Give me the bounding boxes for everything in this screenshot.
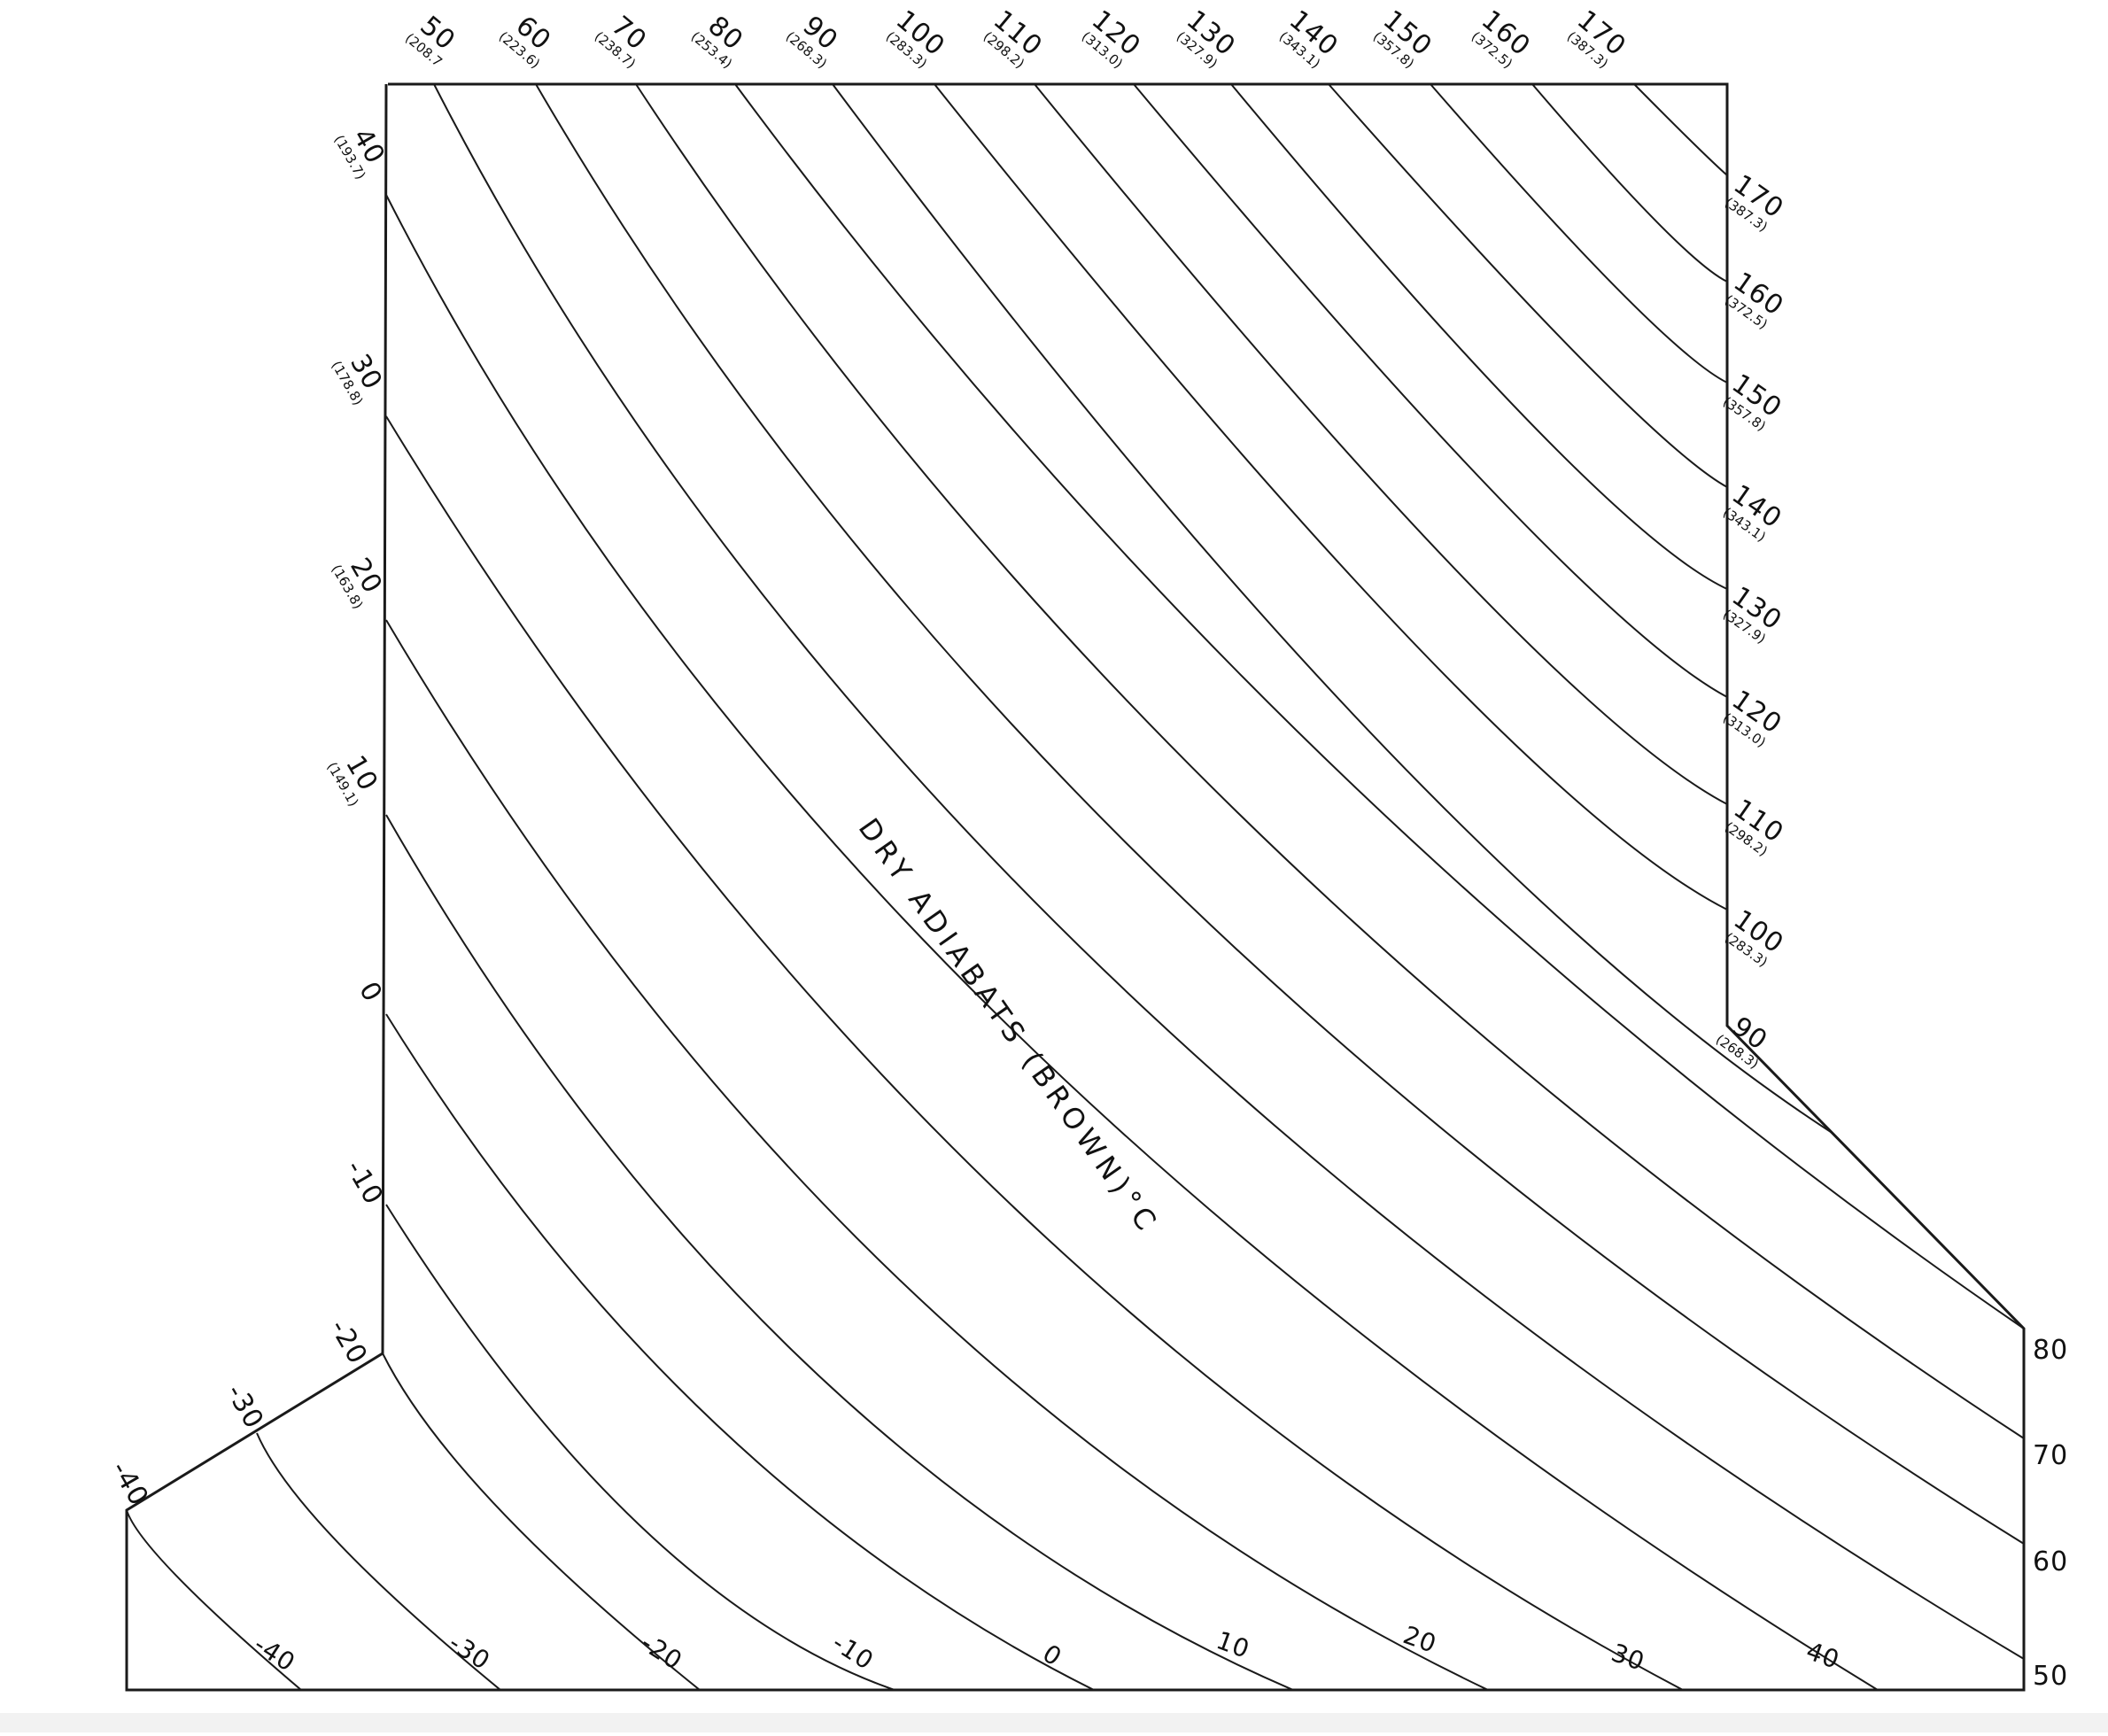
diagram-boundary: [125, 82, 2026, 1692]
bottom-label-minus30: -30: [444, 1628, 496, 1676]
adiabat-120: [1133, 83, 1728, 698]
bottom-labels: -40 -30 -20 -10 0 10 20 30 40: [249, 1620, 1844, 1678]
adiabat-60: [535, 83, 2025, 1545]
top-labels: 50(208.7 60(223.6) 70(238.7) 80(253.4) 9…: [402, 4, 1632, 72]
adiabat-minus20: [382, 1352, 701, 1691]
adiabat-150: [1430, 83, 1728, 384]
right-labels: 170(387.3) 160(372.5) 150(357.8) 140(343…: [1713, 169, 1789, 1073]
adiabat-140: [1328, 83, 1728, 488]
far-right-labels: 80 70 60 50: [2033, 1335, 2068, 1692]
left-label-minus10: -10: [339, 1155, 389, 1211]
far-right-label-80: 80: [2033, 1335, 2068, 1366]
adiabat-50: [433, 83, 2025, 1660]
far-right-label-50: 50: [2033, 1661, 2068, 1692]
adiabat-70: [635, 83, 2025, 1439]
adiabat-minus40: [126, 1509, 302, 1691]
bottom-label-minus20: -20: [636, 1628, 688, 1676]
adiabat-10: [385, 814, 1294, 1691]
left-label-minus20: -20: [323, 1314, 373, 1370]
adiabat-90: [832, 83, 1834, 1135]
adiabat-100: [934, 83, 1728, 911]
bottom-label-minus10: -10: [827, 1628, 880, 1676]
bottom-label-20: 20: [1399, 1620, 1441, 1659]
adiabat-30: [385, 415, 1684, 1691]
adiabat-minus10: [385, 1204, 895, 1691]
adiabat-160: [1531, 83, 1728, 283]
bottom-label-40: 40: [1802, 1636, 1844, 1675]
adiabat-0: [385, 1013, 1095, 1691]
adiabat-80: [734, 83, 2025, 1329]
adiabat-110: [1034, 83, 1728, 805]
left-labels: 40(193.7) 30(178.8) 20(163.8) 10(149.1) …: [105, 123, 391, 1512]
bottom-label-30: 30: [1608, 1638, 1649, 1677]
left-label-minus40: -40: [105, 1456, 154, 1512]
adiabat-minus30: [256, 1432, 501, 1691]
far-right-label-60: 60: [2033, 1546, 2068, 1577]
adiabat-170: [1633, 83, 1728, 176]
adiabat-curves: [126, 83, 2025, 1691]
page-footer-bar: [0, 1713, 2108, 1732]
adiabat-20: [385, 619, 1489, 1691]
adiabat-130: [1230, 83, 1728, 590]
adiabat-40: [385, 194, 1879, 1691]
bottom-label-0: 0: [1037, 1639, 1067, 1672]
bottom-label-minus40: -40: [249, 1630, 301, 1678]
far-right-label-70: 70: [2033, 1440, 2068, 1471]
bottom-label-10: 10: [1213, 1625, 1254, 1664]
